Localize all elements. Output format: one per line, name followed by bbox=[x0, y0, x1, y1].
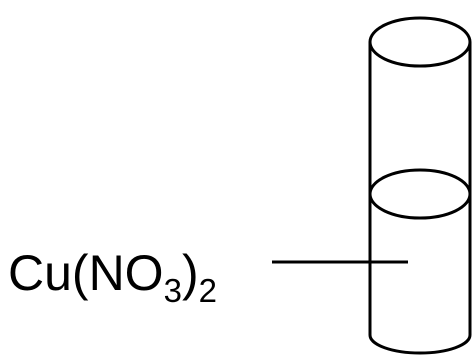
cylinder-top-ellipse bbox=[368, 16, 472, 68]
formula-subscript-3: 3 bbox=[164, 272, 182, 309]
formula-main: Cu(NO bbox=[8, 245, 164, 301]
chemical-formula-label: Cu(NO3)2 bbox=[8, 245, 217, 309]
liquid-surface-ellipse bbox=[368, 168, 472, 220]
formula-subscript-2: 2 bbox=[199, 272, 217, 309]
cylinder bbox=[368, 16, 472, 355]
cylinder-bottom-arc bbox=[368, 334, 472, 355]
formula-close-paren: ) bbox=[182, 245, 199, 301]
